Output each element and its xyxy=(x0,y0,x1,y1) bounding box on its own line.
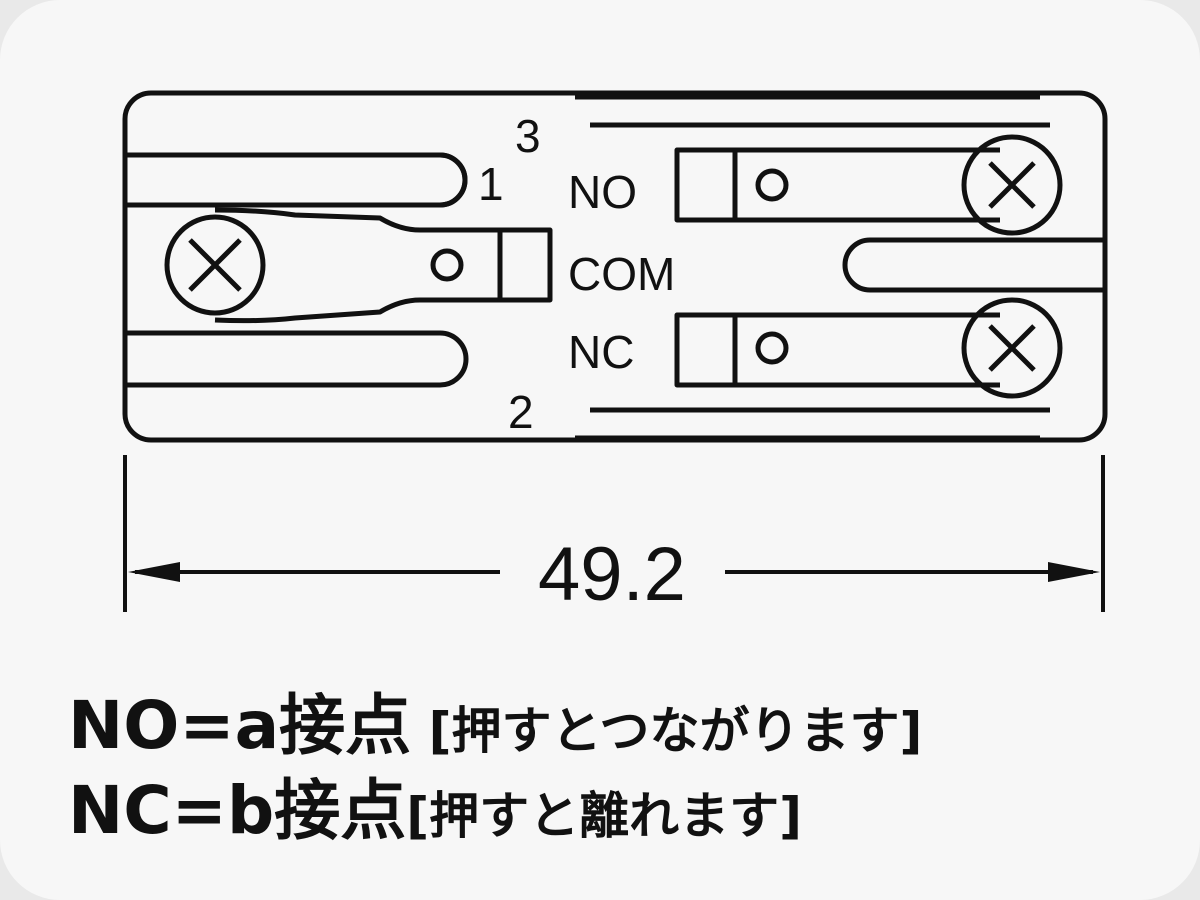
no-lug xyxy=(735,147,1000,223)
right-bottom-arm xyxy=(575,407,1050,441)
nc-hole xyxy=(755,331,789,365)
com-lug-left xyxy=(214,207,503,324)
right-top-arm xyxy=(575,94,1050,128)
left-top-arm-end xyxy=(439,152,468,208)
caption-no-note: [押すとつながります] xyxy=(411,702,923,760)
caption-nc-main: NC=b接点 xyxy=(68,772,407,849)
nc-contact-block xyxy=(674,312,738,388)
caption-line-no: NO=a接点 [押すとつながります] xyxy=(68,672,922,768)
caption-no-main: NO=a接点 xyxy=(68,687,412,764)
nc-screw xyxy=(961,297,1063,399)
left-screw-cross-icon xyxy=(188,238,242,292)
caption-nc-note: [押すと離れます] xyxy=(406,787,802,845)
no-screw-cross-icon xyxy=(988,161,1036,209)
pin-1-label: 1 xyxy=(478,158,504,210)
no-label: NO xyxy=(568,166,637,218)
nc-label: NC xyxy=(568,326,634,378)
com-label: COM xyxy=(568,248,675,300)
caption-line-nc: NC=b接点[押すと離れます] xyxy=(68,757,802,853)
left-screw xyxy=(164,214,266,316)
no-screw xyxy=(961,134,1063,236)
left-bottom-arm xyxy=(125,330,469,388)
right-middle-arm xyxy=(842,237,1105,293)
pin-3-label: 3 xyxy=(515,110,541,162)
nc-screw-cross-icon xyxy=(988,324,1036,372)
pin-2-label: 2 xyxy=(508,386,534,438)
width-dimension-value: 49.2 xyxy=(538,532,686,617)
nc-lug xyxy=(735,312,1000,388)
left-top-arm xyxy=(125,152,468,208)
com-hole xyxy=(430,248,464,282)
arrow-right-icon xyxy=(1048,562,1100,582)
arrow-left-icon xyxy=(128,562,180,582)
com-contact-block xyxy=(497,227,553,303)
no-contact-block xyxy=(674,147,738,223)
no-hole xyxy=(755,168,789,202)
